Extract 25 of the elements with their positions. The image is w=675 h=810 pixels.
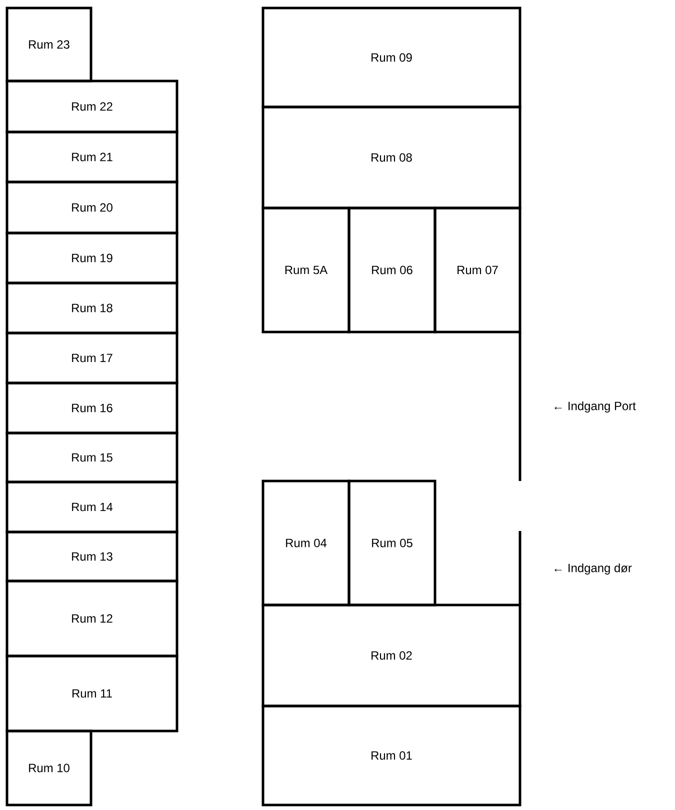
room-box: Rum 21 — [6, 130, 178, 184]
room-box: Rum 01 — [262, 704, 522, 806]
room-box: Rum 17 — [6, 332, 178, 384]
room-box: Rum 23 — [6, 6, 92, 82]
room-box: Rum 07 — [434, 206, 522, 334]
room-box: Rum 09 — [262, 6, 522, 108]
room-box: Rum 05 — [348, 480, 436, 606]
room-box: Rum 18 — [6, 282, 178, 334]
room-box: Rum 02 — [262, 604, 522, 708]
room-box: Rum 5A — [262, 206, 350, 334]
room-box: Rum 10 — [6, 730, 92, 806]
room-box: Rum 19 — [6, 232, 178, 284]
entrance-label: ← Indgang dør — [554, 563, 632, 575]
room-box: Rum 04 — [262, 480, 350, 606]
entrance-label: ← Indgang Port — [554, 401, 636, 413]
room-box: Rum 11 — [6, 654, 178, 732]
room-box: Rum 12 — [6, 580, 178, 658]
room-box: Rum 20 — [6, 180, 178, 234]
room-box: Rum 22 — [6, 80, 178, 134]
room-box: Rum 13 — [6, 530, 178, 582]
room-box: Rum 08 — [262, 106, 522, 210]
room-box: Rum 06 — [348, 206, 436, 334]
room-box: Rum 14 — [6, 480, 178, 534]
room-box: Rum 15 — [6, 432, 178, 484]
room-box: Rum 16 — [6, 382, 178, 434]
